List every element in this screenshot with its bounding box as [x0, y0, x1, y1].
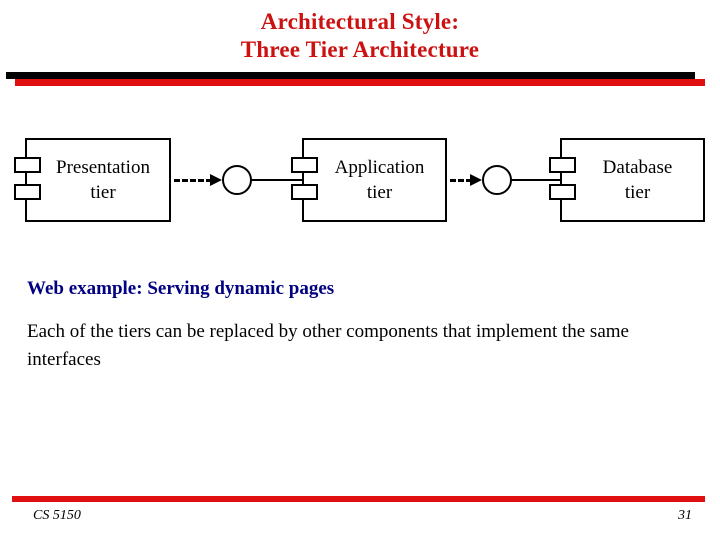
body-paragraph: Each of the tiers can be replaced by oth… — [27, 321, 629, 370]
component-database-tier-label: Database tier — [562, 140, 703, 220]
component-application-tier[interactable]: Application tier — [291, 138, 447, 222]
arrow-head-icon — [470, 174, 482, 186]
arrow-shaft — [450, 179, 472, 182]
interface-lollipop-database[interactable] — [482, 165, 512, 195]
interface-connector-line-2 — [510, 179, 562, 181]
arrow-shaft — [174, 179, 212, 182]
interface-lollipop-application[interactable] — [222, 165, 252, 195]
component-label-line-1: Presentation — [56, 157, 150, 178]
component-tab-top-icon — [549, 157, 576, 173]
component-tab-top-icon — [14, 157, 41, 173]
dependency-arrow-application-to-database — [450, 174, 482, 186]
component-tab-bottom-icon — [291, 184, 318, 200]
component-application-tier-label: Application tier — [304, 140, 445, 220]
page-title-line-2: Three Tier Architecture — [240, 37, 480, 62]
component-label-line-2: tier — [624, 182, 651, 203]
component-label-line-1: Database — [602, 157, 673, 178]
component-label-line-2: tier — [90, 182, 116, 203]
interface-connector-line-1 — [250, 179, 304, 181]
arrow-head-icon — [210, 174, 222, 186]
section-subheading: Web example: Serving dynamic pages — [27, 278, 335, 299]
component-label-line-2: tier — [366, 182, 393, 203]
component-presentation-tier-label: Presentation tier — [27, 140, 169, 220]
component-label-line-1: Application — [334, 157, 425, 178]
page-title-line-1: Architectural Style: — [260, 9, 460, 34]
dependency-arrow-presentation-to-application — [174, 174, 222, 186]
page-title: Architectural Style: Three Tier Architec… — [0, 8, 720, 64]
component-tab-bottom-icon — [549, 184, 576, 200]
title-rule-black — [6, 72, 695, 79]
footer-course-label: CS 5150 — [33, 508, 81, 523]
component-tab-top-icon — [291, 157, 318, 173]
footer-rule — [12, 496, 705, 502]
footer-page-number: 31 — [678, 508, 692, 523]
component-database-tier[interactable]: Database tier — [549, 138, 705, 222]
component-diagram: Presentation tier Application tier — [0, 130, 720, 240]
title-rule-red — [15, 79, 705, 86]
component-presentation-tier[interactable]: Presentation tier — [14, 138, 171, 222]
component-tab-bottom-icon — [14, 184, 41, 200]
